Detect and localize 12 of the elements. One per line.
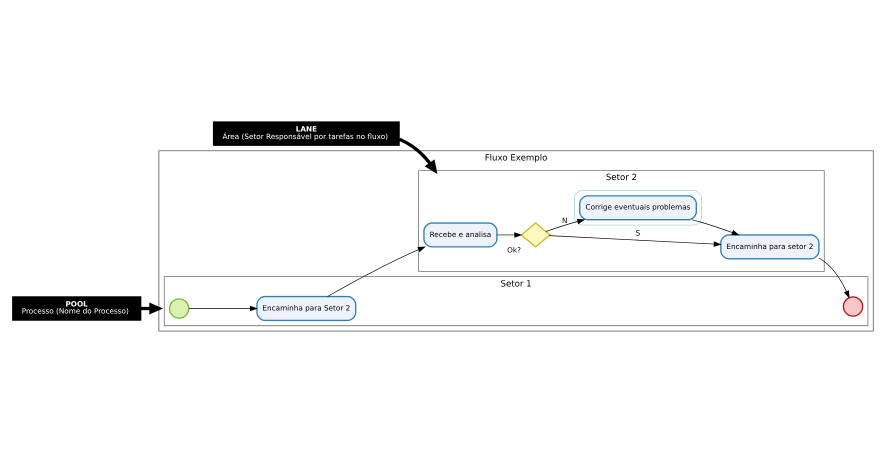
arrow (548, 234, 722, 246)
arrow (188, 305, 258, 311)
arrow (546, 218, 586, 232)
arrow (818, 257, 850, 298)
node-diamond (520, 222, 551, 248)
arrow (141, 302, 164, 314)
node-circle (168, 298, 190, 318)
arrow (496, 232, 522, 238)
arrow (398, 137, 438, 174)
node-circle (842, 296, 864, 316)
arrow (692, 218, 740, 235)
arrow (327, 246, 426, 296)
